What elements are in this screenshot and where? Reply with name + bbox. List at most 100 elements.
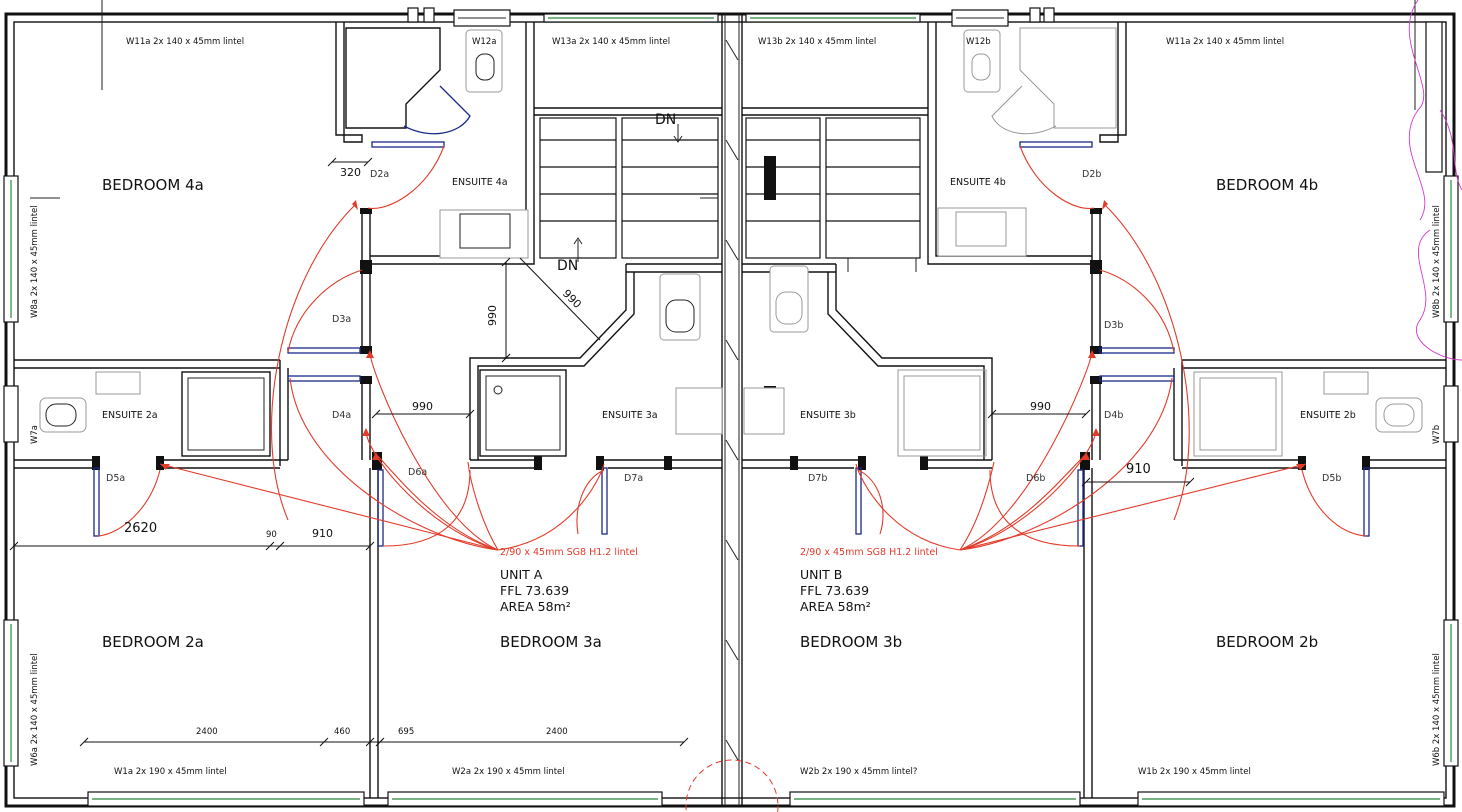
door-swings (97, 145, 1367, 551)
door-label-d3a: D3a (332, 314, 351, 325)
room-label-bedroom-3b: BEDROOM 3b (800, 633, 902, 651)
door-label-d5b: D5b (1322, 473, 1341, 484)
svg-text:W8a 2x 140 x 45mm lintel: W8a 2x 140 x 45mm lintel (30, 205, 40, 318)
wall-stubs (92, 156, 1370, 470)
lintel-note-unit-b: 2/90 x 45mm SG8 H1.2 lintel (800, 547, 938, 558)
unit-b-info: UNIT B FFL 73.639 AREA 58m² (800, 567, 871, 614)
unit-b-name: UNIT B (800, 567, 842, 582)
door-leaves (93, 141, 1370, 547)
windows (3, 7, 1459, 807)
svg-text:W6b 2x 140 x 45mm lintel: W6b 2x 140 x 45mm lintel (1432, 653, 1442, 766)
room-label-ensuite-2b: ENSUITE 2b (1300, 410, 1356, 421)
window-spec-w8b: 2x 140 x 45mm lintel (1432, 205, 1442, 296)
dimension-labels: 320 990 990 990 990 910 910 2620 90 2400… (124, 166, 1151, 737)
window-id-w8b: W8b (1432, 299, 1442, 318)
dim-2400-left: 2400 (196, 727, 218, 737)
window-id-w2b: W2b (800, 767, 819, 777)
window-id-w12a: W12a (472, 37, 496, 47)
door-label-d4b: D4b (1104, 410, 1123, 421)
dimension-lines (9, 157, 1195, 747)
dim-910-right: 910 (1126, 462, 1151, 477)
window-spec-w13b: 2x 140 x 45mm lintel (785, 37, 876, 47)
room-label-bedroom-2b: BEDROOM 2b (1216, 633, 1318, 651)
dim-990-right: 990 (1030, 400, 1051, 413)
door-label-d7a: D7a (624, 473, 643, 484)
window-spec-w2a: 2x 190 x 45mm lintel (474, 767, 565, 777)
door-label-d6b: D6b (1026, 473, 1045, 484)
room-label-bedroom-4b: BEDROOM 4b (1216, 176, 1318, 194)
svg-text:W2a 2x 190 x 45mm lintel: W2a 2x 190 x 45mm lintel (452, 767, 565, 777)
window-id-w6b: W6b (1432, 747, 1442, 766)
boundary-lines (1408, 0, 1462, 361)
door-label-d6a: D6a (408, 467, 427, 478)
stairs (539, 117, 921, 272)
svg-text:W8b 2x 140 x 45mm lintel: W8b 2x 140 x 45mm lintel (1432, 205, 1442, 318)
window-spec-w1a: 2x 190 x 45mm lintel (136, 767, 227, 777)
door-label-d2a: D2a (370, 169, 389, 180)
window-labels: W11a 2x 140 x 45mm lintel W12a W13a 2x 1… (30, 37, 1442, 777)
window-id-w12b: W12b (966, 37, 991, 47)
room-label-ensuite-4b: ENSUITE 4b (950, 177, 1006, 188)
dim-460: 460 (334, 727, 350, 737)
window-spec-w6b: 2x 140 x 45mm lintel (1432, 653, 1442, 744)
window-id-w11a-left: W11a (126, 37, 150, 47)
window-id-w7b: W7b (1432, 425, 1442, 444)
svg-text:W1b 2x 190 x 45mm lintel: W1b 2x 190 x 45mm lintel (1138, 767, 1251, 777)
dim-695: 695 (398, 727, 414, 737)
internal-walls (14, 22, 1446, 798)
room-label-bedroom-4a: BEDROOM 4a (102, 176, 204, 194)
dim-910-left: 910 (312, 527, 333, 540)
svg-text:W11a 2x 140 x 45mm lintel: W11a 2x 140 x 45mm lintel (126, 37, 244, 47)
svg-text:W13a 2x 140 x 45mm lintel: W13a 2x 140 x 45mm lintel (552, 37, 670, 47)
svg-text:W1a 2x 190 x 45mm lintel: W1a 2x 190 x 45mm lintel (114, 767, 227, 777)
svg-text:W13b 2x 140 x 45mm lintel: W13b 2x 140 x 45mm lintel (758, 37, 876, 47)
door-label-d7b: D7b (808, 473, 827, 484)
window-spec-w1b: 2x 190 x 45mm lintel (1160, 767, 1251, 777)
window-spec-w2b: 2x 190 x 45mm lintel? (822, 767, 917, 777)
outer-walls (4, 0, 1456, 808)
dim-2400-mid: 2400 (546, 727, 568, 737)
dim-990-vertical: 990 (486, 305, 499, 326)
window-spec-w13a: 2x 140 x 45mm lintel (579, 37, 670, 47)
room-label-ensuite-4a: ENSUITE 4a (452, 177, 508, 188)
drain-marker (685, 759, 779, 812)
room-label-bedroom-2a: BEDROOM 2a (102, 633, 204, 651)
door-label-d3b: D3b (1104, 320, 1123, 331)
svg-text:W11a 2x 140 x 45mm lintel: W11a 2x 140 x 45mm lintel (1166, 37, 1284, 47)
window-id-w11a-right: W11a (1166, 37, 1190, 47)
window-id-w13a: W13a (552, 37, 576, 47)
room-label-bedroom-3a: BEDROOM 3a (500, 633, 602, 651)
room-label-ensuite-3a: ENSUITE 3a (602, 410, 658, 421)
dim-990-left: 990 (412, 400, 433, 413)
room-label-ensuite-3b: ENSUITE 3b (800, 410, 856, 421)
unit-a-area: AREA 58m² (500, 599, 571, 614)
unit-b-area: AREA 58m² (800, 599, 871, 614)
window-id-w8a: W8a (30, 299, 40, 318)
door-labels: D2a D2b D3a D3b D4a D4b D5a D5b D6a D6b … (106, 169, 1341, 484)
window-id-w13b: W13b (758, 37, 783, 47)
window-spec-w11a-left: 2x 140 x 45mm lintel (153, 37, 244, 47)
unit-a-info: UNIT A FFL 73.639 AREA 58m² (500, 567, 571, 614)
stair-down-upper: DN (655, 112, 676, 128)
stair-down-lower: DN (557, 258, 578, 274)
window-id-w6a: W6a (30, 747, 40, 766)
unit-a-ffl: FFL 73.639 (500, 583, 569, 598)
dim-990-diagonal: 990 (560, 287, 584, 311)
lintel-note-unit-a: 2/90 x 45mm SG8 H1.2 lintel (500, 547, 638, 558)
window-spec-w8a: 2x 140 x 45mm lintel (30, 205, 40, 296)
window-spec-w6a: 2x 140 x 45mm lintel (30, 653, 40, 744)
window-id-w7a: W7a (30, 425, 40, 444)
dim-2620: 2620 (124, 521, 157, 536)
unit-b-ffl: FFL 73.639 (800, 583, 869, 598)
door-label-d5a: D5a (106, 473, 125, 484)
svg-text:W2b 2x 190 x 45mm lintel?: W2b 2x 190 x 45mm lintel? (800, 767, 917, 777)
fixtures (39, 27, 1423, 457)
window-id-w2a: W2a (452, 767, 471, 777)
door-label-d2b: D2b (1082, 169, 1101, 180)
svg-text:W6a 2x 140 x 45mm lintel: W6a 2x 140 x 45mm lintel (30, 653, 40, 766)
dim-320: 320 (340, 166, 361, 179)
window-id-w1a: W1a (114, 767, 133, 777)
unit-a-name: UNIT A (500, 567, 543, 582)
window-spec-w11a-right: 2x 140 x 45mm lintel (1193, 37, 1284, 47)
